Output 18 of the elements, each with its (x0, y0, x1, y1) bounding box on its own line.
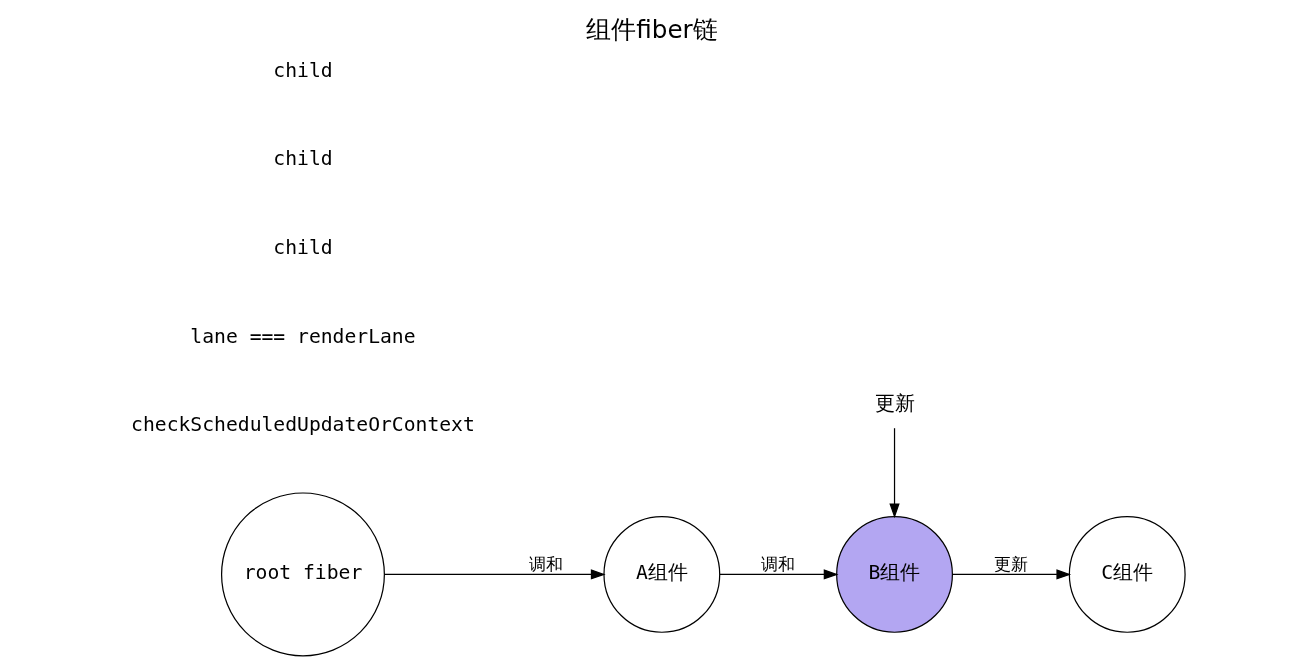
node-circle: root fiber (220, 492, 385, 657)
node-text: 更新 (874, 392, 915, 416)
arrow (384, 569, 606, 580)
arrow (719, 569, 839, 580)
edge-label: 调和 (528, 553, 563, 574)
arrow (952, 569, 1072, 580)
arrow (889, 427, 900, 519)
label: checkScheduledUpdateOrContext (131, 413, 475, 437)
label: child (273, 58, 333, 82)
node-circle: C组件 (1068, 515, 1186, 633)
label: child (273, 147, 333, 171)
diagram-title: 组件fiber链 (586, 14, 718, 44)
node-circle: B组件 (836, 515, 953, 633)
label: child (273, 236, 333, 260)
label: lane === renderLane (190, 324, 416, 348)
edge-label: 调和 (761, 553, 796, 574)
edge-label: 更新 (993, 553, 1028, 574)
node-circle: A组件 (603, 515, 721, 633)
